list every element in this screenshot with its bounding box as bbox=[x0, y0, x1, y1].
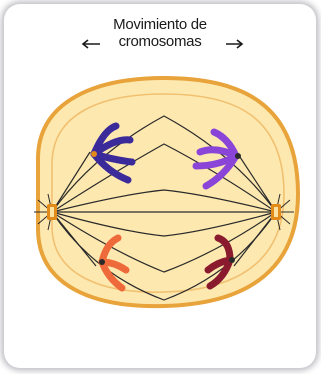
centromere-bottom-left bbox=[99, 259, 105, 265]
left-arrow-icon bbox=[83, 40, 100, 48]
right-arrow-icon bbox=[226, 40, 242, 48]
centromere-top-left bbox=[91, 151, 97, 157]
figure-card: Movimiento de cromosomas bbox=[4, 4, 316, 368]
centromere-top-right bbox=[235, 153, 241, 159]
cell-membrane bbox=[38, 78, 298, 306]
mitosis-diagram bbox=[4, 4, 316, 368]
centromere-bottom-right bbox=[229, 257, 235, 263]
